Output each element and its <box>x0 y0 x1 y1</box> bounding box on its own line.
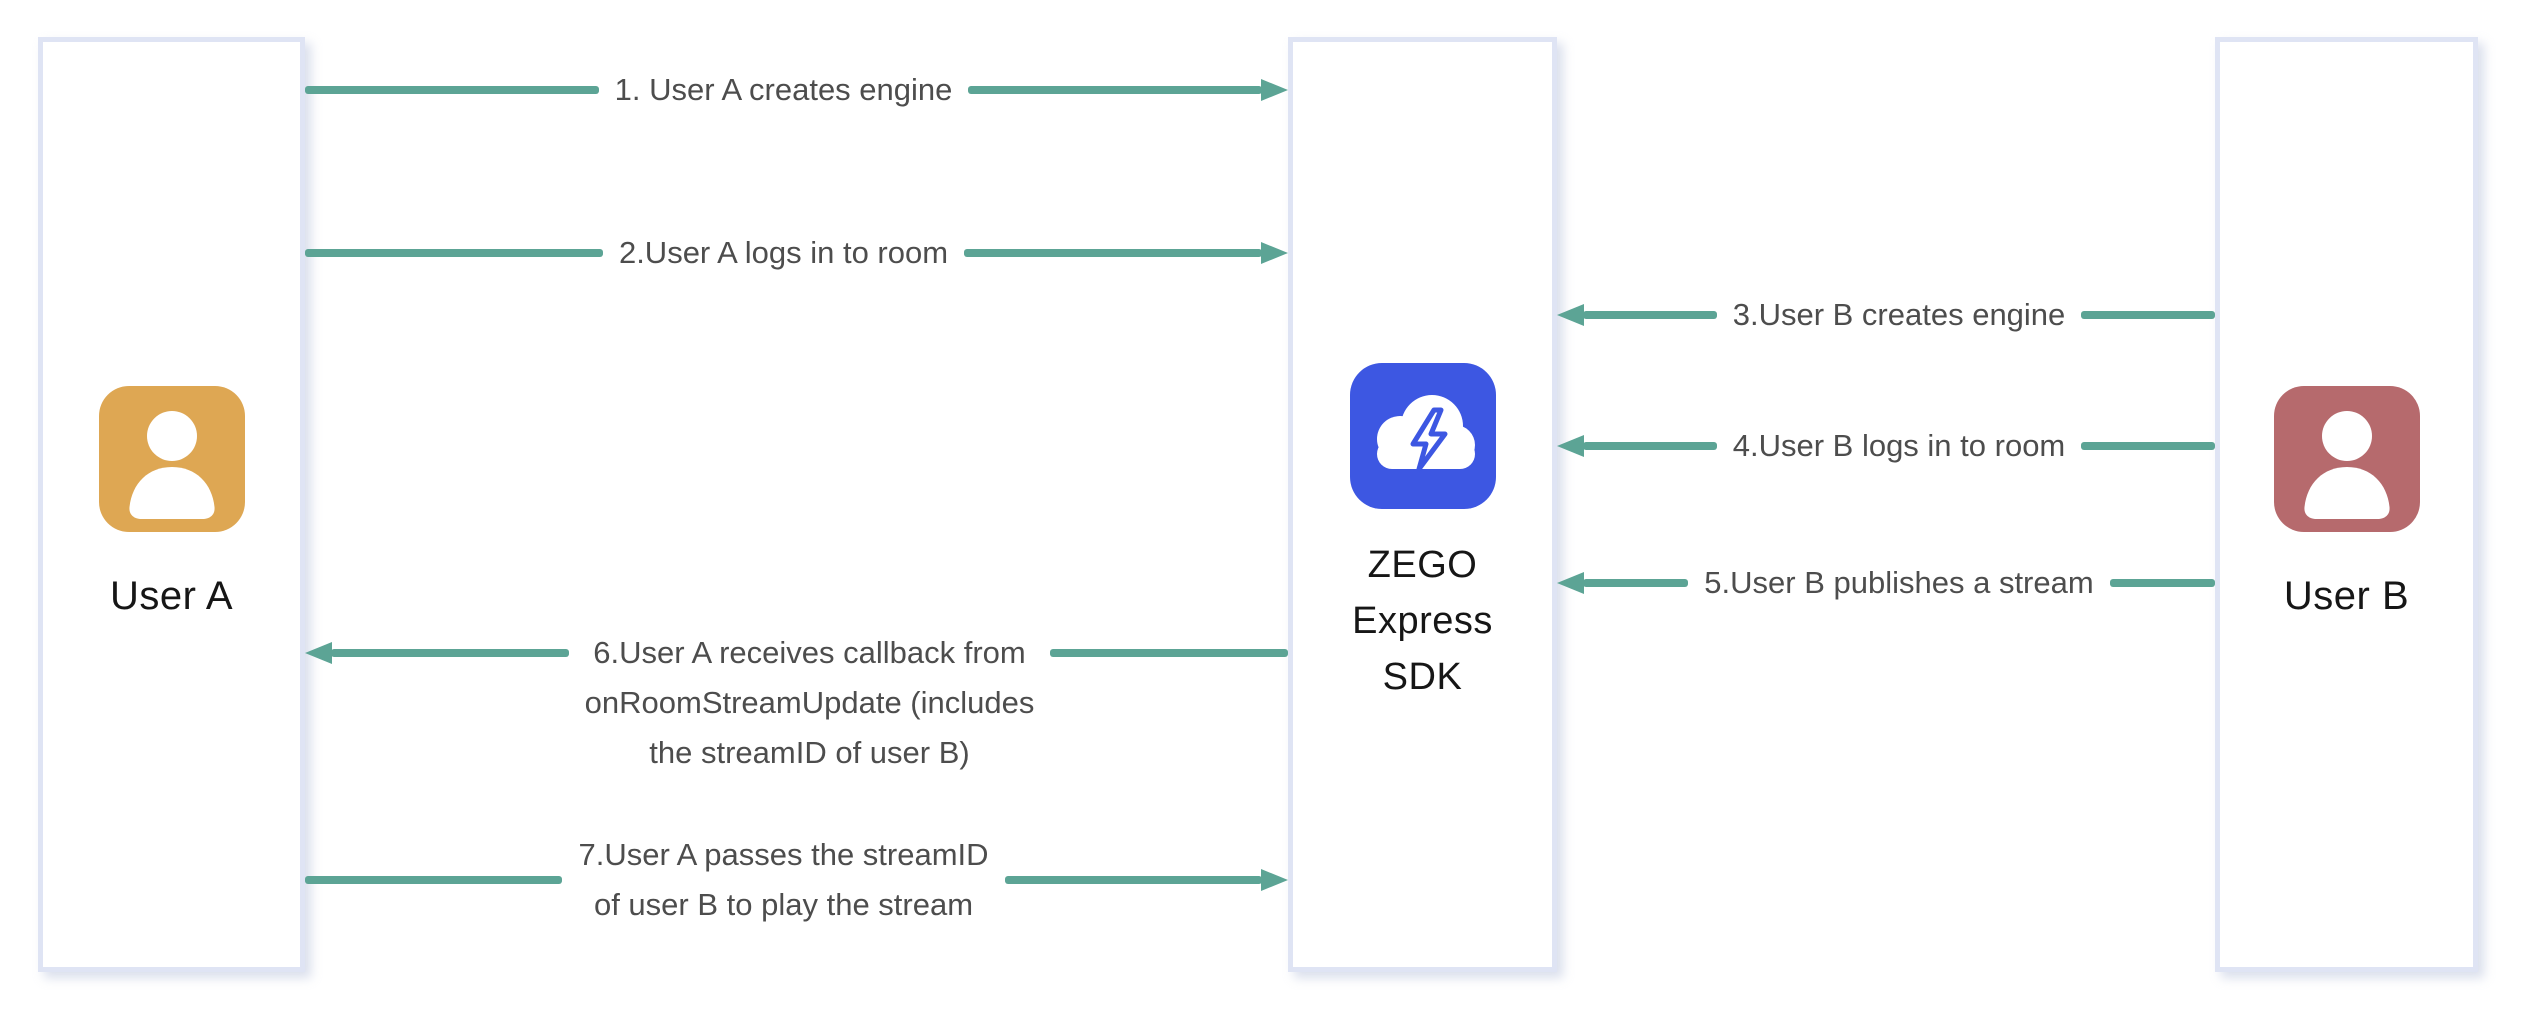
arrowhead-left-icon <box>1557 572 1584 594</box>
arrow-step-4: 4.User B logs in to room <box>1557 421 2215 471</box>
arrow-line <box>2081 311 2216 319</box>
arrow-step-1: 1. User A creates engine <box>305 65 1289 115</box>
arrowhead-right-icon <box>1261 869 1289 891</box>
cloud-lightning-icon <box>1349 362 1496 509</box>
arrow-line <box>305 249 603 257</box>
arrow-line <box>305 876 563 884</box>
user-b-avatar-icon <box>2273 385 2420 532</box>
arrow-line <box>331 649 569 657</box>
entity-box-user-b: User B <box>2215 37 2478 972</box>
arrow-label-step-6: 6.User A receives callback from onRoomSt… <box>584 635 1035 770</box>
arrow-step-2: 2.User A logs in to room <box>305 228 1289 278</box>
arrow-step-6: 6.User A receives callback from onRoomSt… <box>305 628 1289 778</box>
arrow-label-step-1: 1. User A creates engine <box>614 72 953 107</box>
entity-label-zego-sdk: ZEGO Express SDK <box>1352 543 1493 698</box>
arrow-line <box>1050 649 1289 657</box>
arrow-label-step-7: 7.User A passes the streamID of user B t… <box>578 837 989 922</box>
arrow-line <box>1004 876 1263 884</box>
arrowhead-right-icon <box>1261 242 1289 264</box>
arrow-line <box>968 86 1263 94</box>
entity-box-zego-sdk: ZEGO Express SDK <box>1288 37 1557 972</box>
arrow-line <box>1583 579 1689 587</box>
arrowhead-left-icon <box>1557 304 1584 326</box>
arrowhead-right-icon <box>1261 79 1289 101</box>
arrow-label-step-3: 3.User B creates engine <box>1732 297 2066 332</box>
arrow-line <box>2109 579 2215 587</box>
arrow-label-step-5: 5.User B publishes a stream <box>1704 565 2094 600</box>
arrow-step-3: 3.User B creates engine <box>1557 290 2216 340</box>
arrow-line <box>964 249 1263 257</box>
arrow-line <box>1583 442 1717 450</box>
arrow-step-7: 7.User A passes the streamID of user B t… <box>305 830 1289 930</box>
arrow-line <box>1583 311 1717 319</box>
arrow-label-step-2: 2.User A logs in to room <box>618 235 949 270</box>
arrow-step-5: 5.User B publishes a stream <box>1557 558 2215 608</box>
arrow-label-step-4: 4.User B logs in to room <box>1732 428 2066 463</box>
user-a-avatar-icon <box>98 385 245 532</box>
entity-label-user-a: User A <box>109 573 234 618</box>
arrowhead-left-icon <box>1557 435 1584 457</box>
arrowhead-left-icon <box>305 642 332 664</box>
entity-box-user-a: User A <box>38 37 305 972</box>
arrow-line <box>2081 442 2215 450</box>
entity-label-user-b: User B <box>2283 573 2410 618</box>
arrow-line <box>305 86 599 94</box>
